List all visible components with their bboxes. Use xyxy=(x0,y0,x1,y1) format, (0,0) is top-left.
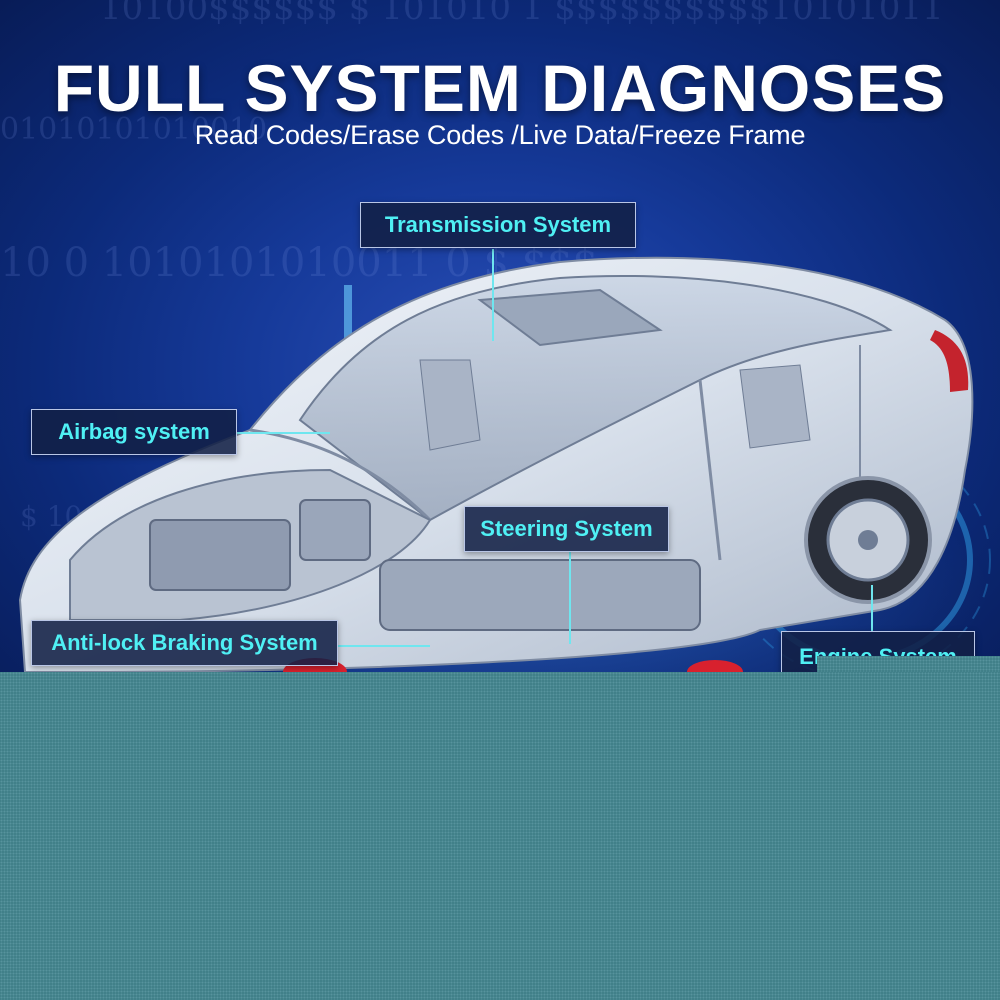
abs-connector xyxy=(338,645,430,647)
label-transmission-system: Transmission System xyxy=(360,202,636,248)
page-title: FULL SYSTEM DIAGNOSES xyxy=(53,51,947,125)
transmission-connector xyxy=(492,249,494,341)
steering-connector xyxy=(569,552,571,644)
lower-panel xyxy=(0,672,1000,1000)
label-airbag-system: Airbag system xyxy=(31,409,237,455)
airbag-connector xyxy=(236,432,330,434)
label-steering-system: Steering System xyxy=(464,506,669,552)
background-pattern: 10100$$$$$$ $ 101010 1 $$$$$$$$$$1010101… xyxy=(100,0,944,28)
car-illustration xyxy=(18,256,991,672)
engine-connector xyxy=(871,585,873,632)
page-subtitle: Read Codes/Erase Codes /Live Data/Freeze… xyxy=(194,120,806,150)
label-anti-lock-braking-system: Anti-lock Braking System xyxy=(31,620,338,666)
background-pattern: 01010101010010 xyxy=(0,112,268,147)
hero-banner: 10100$$$$$$ $ 101010 1 $$$$$$$$$$1010101… xyxy=(0,0,1000,672)
occluding-overlay xyxy=(817,656,1000,674)
